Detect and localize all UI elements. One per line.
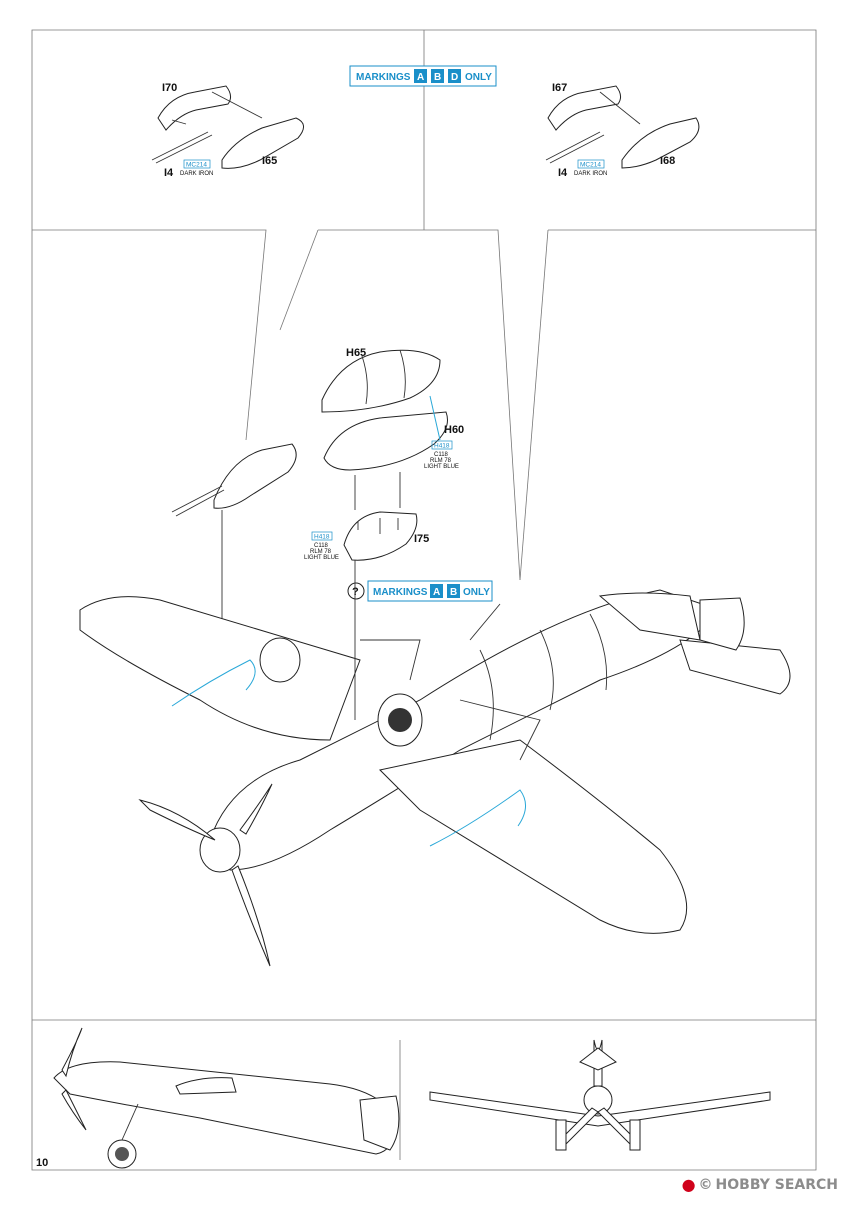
markings-banner-mid: ? MARKINGS A B ONLY	[347, 580, 493, 602]
paint-light-blue: LIGHT BLUE	[424, 464, 459, 470]
paint-code-h418: H418	[434, 443, 450, 450]
paint-code-mc214: MC214	[186, 162, 207, 169]
part-h65: H65	[346, 347, 366, 359]
paint-rlm78: RLM 78	[310, 549, 332, 555]
paint-code-h418: H418	[314, 534, 330, 541]
aircraft-main-view	[79, 560, 791, 967]
paint-light-blue: LIGHT BLUE	[304, 555, 339, 561]
part-i70: I70	[162, 82, 177, 94]
part-i65: I65	[262, 155, 277, 167]
part-i4: I4	[558, 167, 568, 179]
drop-tank: H65 H60 H418 C118 RLM 78 LIGHT BLUE	[321, 347, 464, 510]
banner-prefix: MARKINGS	[356, 72, 411, 83]
paint-rlm78: RLM 78	[430, 458, 452, 464]
right-inset: I67 I68 I4 MC214 DARK IRON	[545, 82, 700, 179]
watermark-brand: HOBBY SEARCH	[715, 1176, 838, 1193]
part-i4: I4	[164, 167, 174, 179]
badge-b: B	[434, 72, 441, 83]
paint-c118: C118	[434, 452, 449, 458]
paint-name-dark-iron: DARK IRON	[574, 171, 607, 177]
banner-suffix: ONLY	[465, 72, 492, 83]
rack-i75: I75 H418 C118 RLM 78 LIGHT BLUE	[304, 511, 429, 561]
part-h60: H60	[444, 424, 464, 436]
part-i75: I75	[414, 533, 429, 545]
part-i68: I68	[660, 155, 675, 167]
badge-d: D	[451, 72, 458, 83]
paint-name-dark-iron: DARK IRON	[180, 171, 213, 177]
badge-a: A	[417, 72, 424, 83]
badge-a: A	[433, 587, 440, 598]
page-number: 10	[36, 1157, 48, 1169]
question-mark: ?	[352, 586, 359, 598]
hobby-search-logo-icon: ●	[681, 1175, 696, 1194]
inset-frames	[31, 29, 817, 1171]
hobby-search-watermark: ● © HOBBY SEARCH	[682, 1175, 838, 1194]
left-inset: I70 I65 I4 MC214 DARK IRON	[151, 82, 304, 179]
badge-b: B	[450, 587, 457, 598]
banner-suffix: ONLY	[463, 587, 490, 598]
aircraft-side-view	[53, 1027, 400, 1169]
part-i67: I67	[552, 82, 567, 94]
copyright-symbol: ©	[698, 1176, 713, 1193]
banner-prefix: MARKINGS	[373, 587, 428, 598]
question-icon	[347, 582, 365, 600]
markings-banner-top: MARKINGS A B D ONLY	[349, 65, 497, 87]
aircraft-front-view	[429, 1039, 771, 1151]
paint-c118: C118	[314, 543, 329, 549]
paint-code-mc214: MC214	[580, 162, 601, 169]
